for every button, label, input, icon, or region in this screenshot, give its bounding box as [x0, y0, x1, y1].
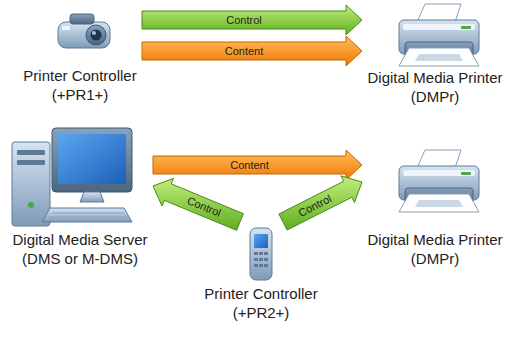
device-label: (+PR1+): [52, 85, 109, 104]
phone-icon: [250, 228, 272, 280]
device-label: Printer Controller: [204, 284, 317, 303]
device-label: Digital Media Printer: [367, 68, 502, 87]
computer-icon: [12, 128, 132, 226]
device-label: Digital Media Server: [12, 230, 147, 249]
camera-icon: [58, 14, 110, 48]
block-arrow: [142, 36, 362, 66]
printer-icon: [399, 150, 479, 212]
icon-space: [362, 5, 508, 68]
device-label: (DMPr): [411, 87, 459, 106]
block-arrow: [153, 150, 362, 180]
device-node: Digital Media Printer(DMPr): [362, 5, 508, 106]
arrow-label: Control: [226, 14, 261, 27]
icon-space: [18, 8, 142, 66]
icon-space: [362, 140, 508, 230]
device-node: Printer Controller(+PR1+): [18, 8, 142, 104]
block-arrow: [153, 178, 243, 230]
device-label: Printer Controller: [23, 66, 136, 85]
device-node: Digital Media Server(DMS or M-DMS): [7, 122, 153, 268]
icon-space: [7, 122, 153, 230]
block-arrow: [279, 176, 362, 230]
printer-icon: [399, 4, 479, 66]
icon-space: [199, 222, 323, 284]
block-arrow: [142, 5, 362, 35]
device-label: Digital Media Printer: [367, 230, 502, 249]
arrow-label: Content: [230, 159, 269, 172]
device-label: (DMPr): [411, 249, 459, 268]
arrow-label: Content: [225, 45, 264, 58]
device-node: Printer Controller(+PR2+): [199, 222, 323, 322]
device-label: (DMS or M-DMS): [22, 249, 138, 268]
device-node: Digital Media Printer(DMPr): [362, 140, 508, 268]
device-label: (+PR2+): [233, 303, 290, 322]
